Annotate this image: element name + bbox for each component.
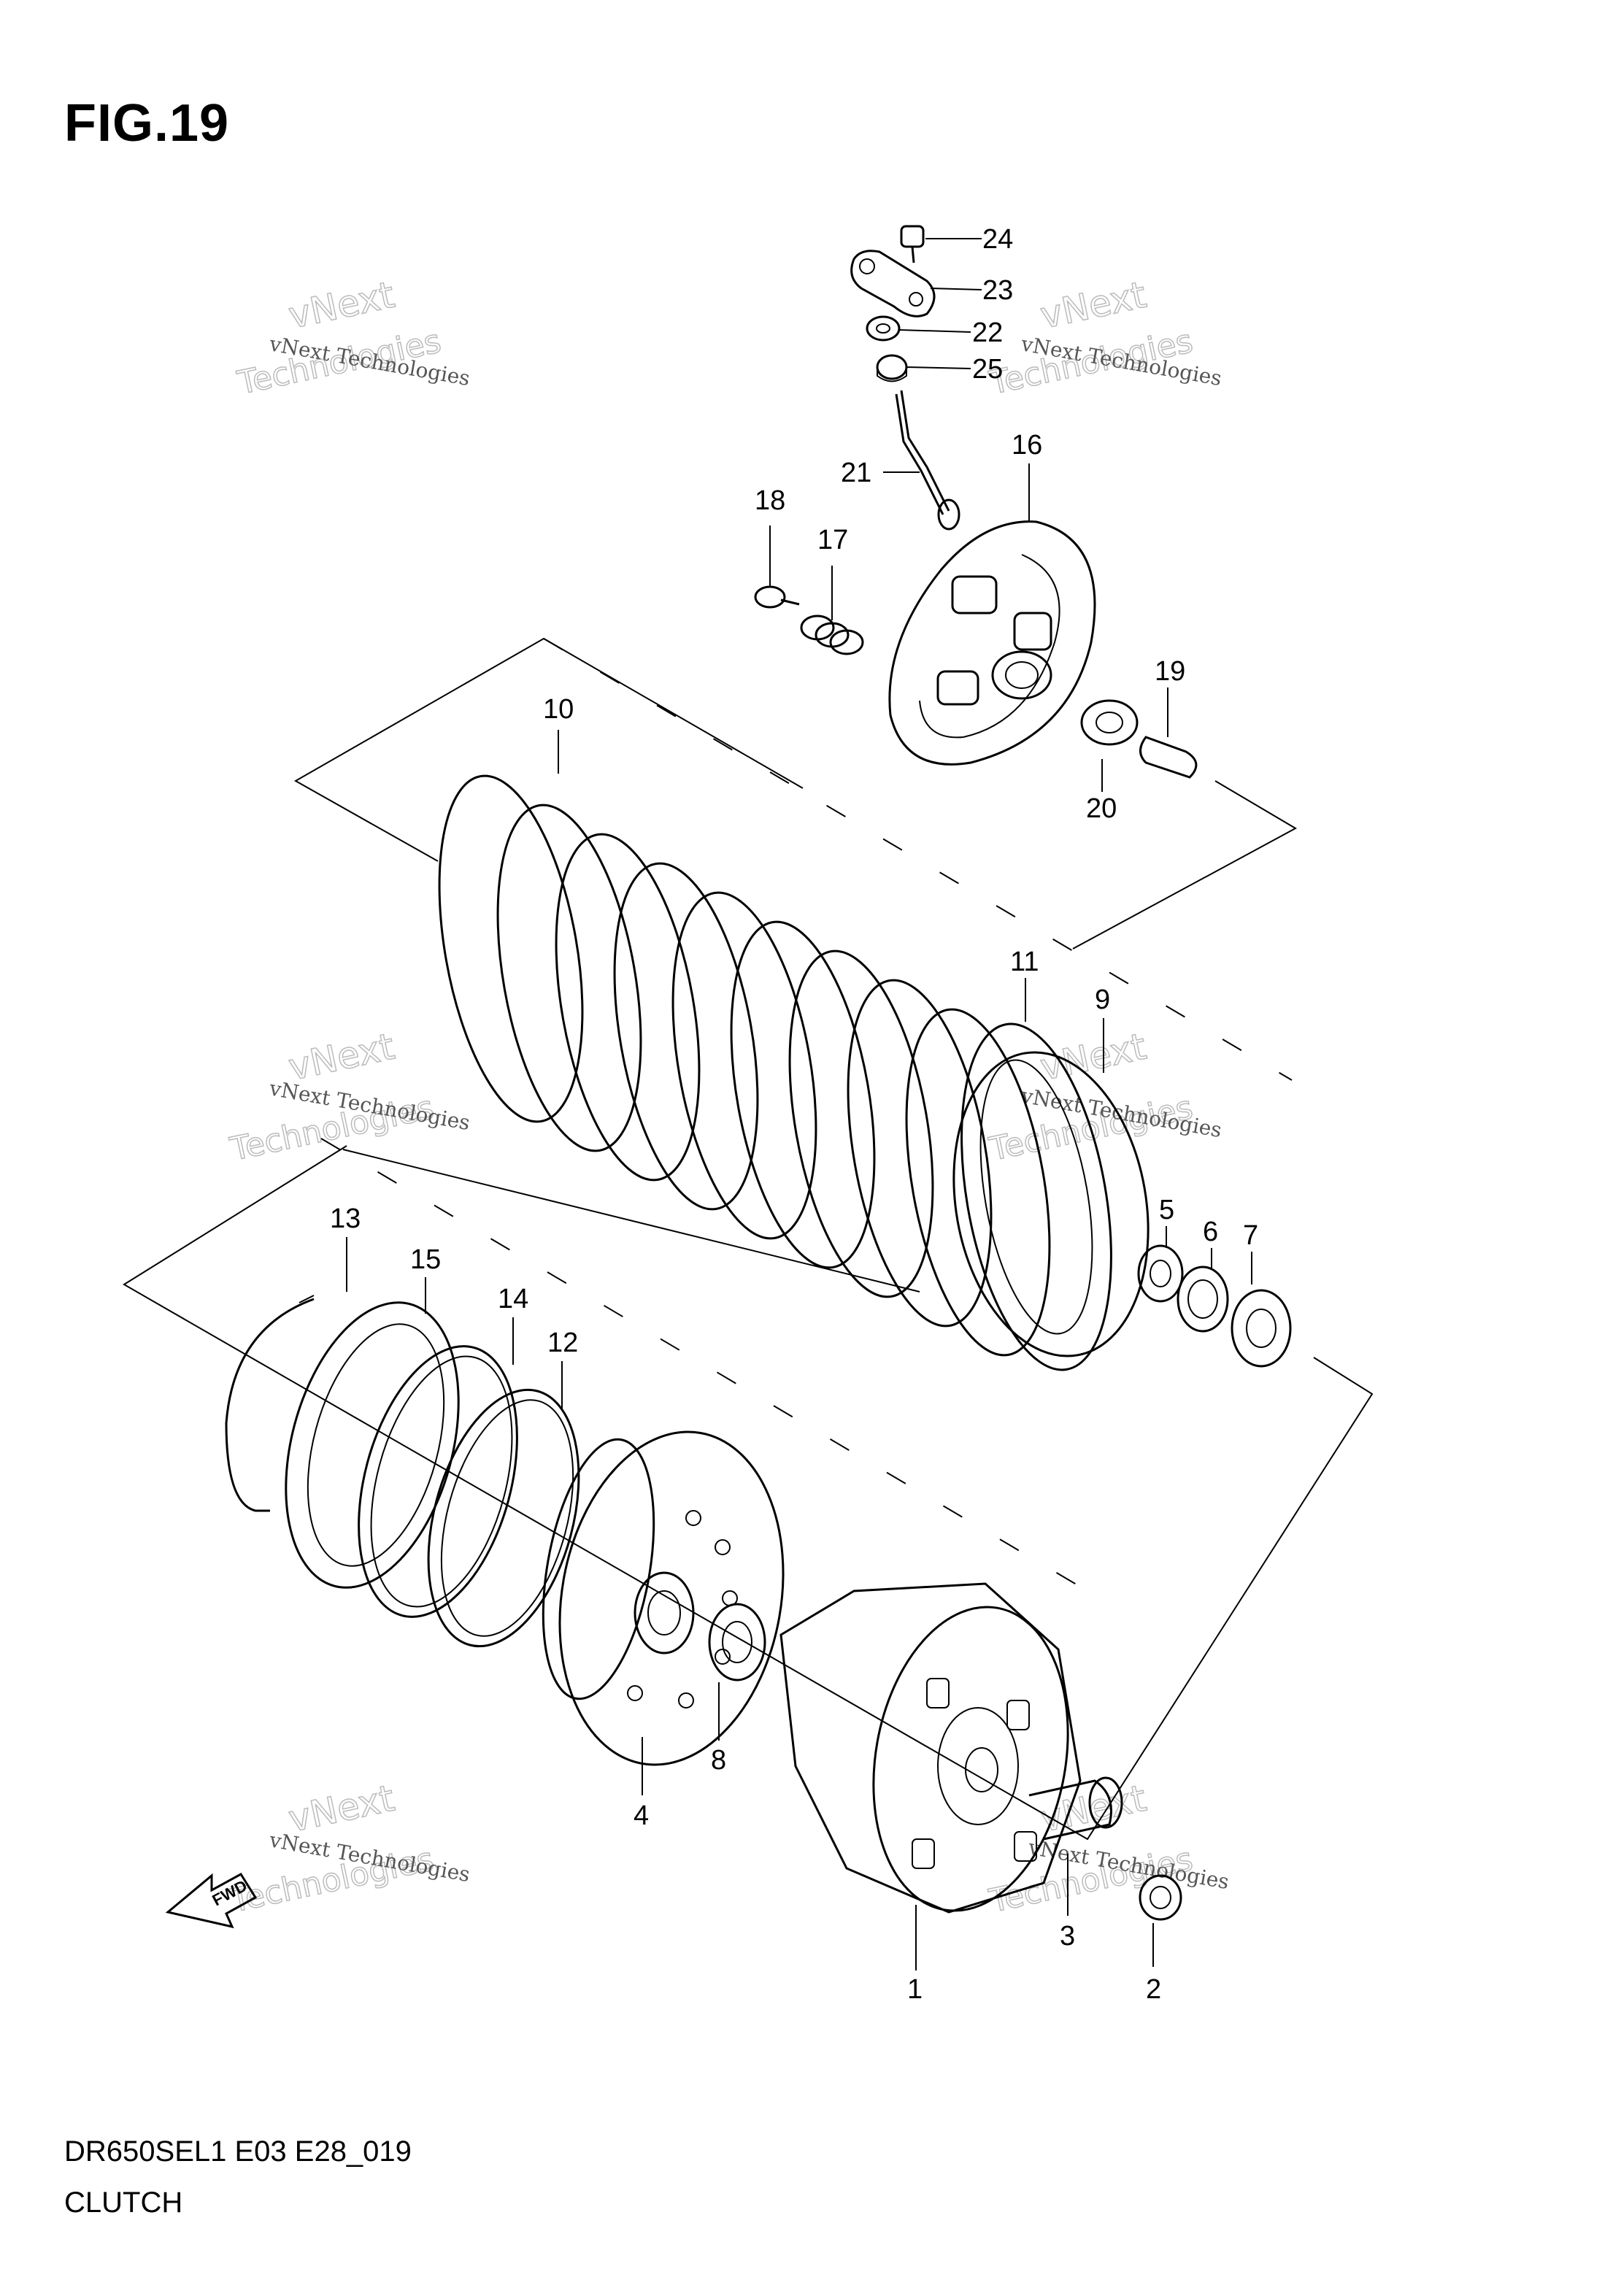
pin-part-19 [1139, 736, 1198, 779]
callout-1: 1 [907, 1974, 923, 2005]
callout-22: 22 [972, 317, 1003, 348]
ring-part-14 [358, 1345, 518, 1618]
figure-title: FIG.19 [64, 94, 230, 153]
clutch-plate-stack [438, 774, 1150, 1371]
callout-12: 12 [547, 1328, 578, 1358]
callout-3: 3 [1060, 1921, 1075, 1952]
callout-13: 13 [330, 1203, 361, 1234]
callout-25: 25 [972, 354, 1003, 385]
nut-part-22 [866, 315, 901, 342]
callout-8: 8 [711, 1745, 726, 1776]
callout-24: 24 [982, 224, 1013, 255]
lock-washer-part-7 [1231, 1289, 1292, 1368]
callout-23: 23 [982, 275, 1013, 306]
watermark-top-left: vNext Technologies vNext Technologies [234, 273, 471, 403]
spring-part-17 [800, 615, 864, 655]
washer-part-2 [1139, 1874, 1182, 1921]
spring-seat-part-15 [285, 1301, 460, 1589]
sleeve-hub-part-4 [542, 1430, 785, 1766]
section-name-label: CLUTCH [64, 2187, 183, 2219]
plate-group-frame-upper [293, 637, 804, 862]
leader-lines [346, 238, 1252, 1971]
callout-7: 7 [1243, 1220, 1258, 1251]
callout-20: 20 [1086, 793, 1117, 824]
callout-17: 17 [817, 525, 848, 555]
watermark-text-large: vNext [1036, 274, 1150, 337]
watermark-mid-right: vNext Technologies vNext Technologies [985, 1025, 1223, 1169]
callout-11: 11 [1010, 947, 1039, 977]
callout-18: 18 [755, 485, 785, 516]
spacer-part-3 [1028, 1776, 1123, 1841]
callout-2: 2 [1146, 1974, 1161, 2005]
centerline-upper [543, 638, 1293, 1081]
watermark-mid-left: vNext Technologies vNext Technologies [226, 1025, 471, 1169]
callout-19: 19 [1155, 656, 1185, 687]
washer-part-8 [708, 1603, 766, 1681]
washer-part-6 [1177, 1266, 1229, 1333]
watermark-text-large: vNext [285, 1025, 398, 1089]
ring-part-12 [427, 1388, 580, 1648]
centerline-lower [320, 1138, 1088, 1592]
pressure-plate-part-16 [888, 520, 1096, 766]
callout-4: 4 [634, 1800, 649, 1831]
callout-15: 15 [410, 1244, 441, 1275]
callout-9: 9 [1095, 985, 1110, 1015]
plate-group-frame-lower [123, 1145, 1374, 1841]
callout-5: 5 [1159, 1195, 1174, 1225]
callout-16: 16 [1012, 430, 1042, 461]
callout-21: 21 [841, 458, 871, 488]
callout-6: 6 [1203, 1217, 1218, 1247]
bolt-part-18 [754, 585, 800, 609]
nut-part-5 [1137, 1244, 1184, 1303]
circlip-part-13 [225, 1295, 315, 1512]
callout-labels: 24 23 22 25 21 16 17 18 19 20 10 11 9 5 … [330, 224, 1258, 2005]
seal-part-25 [876, 354, 908, 382]
model-code-label: DR650SEL1 E03 E28_019 [64, 2135, 412, 2168]
lever-part-23 [850, 250, 936, 317]
callout-10: 10 [543, 694, 574, 725]
plate-group-frame-upper-right [1072, 780, 1298, 949]
callout-14: 14 [498, 1284, 528, 1314]
watermark-text-large: vNext [285, 274, 398, 337]
bolt-part-24 [900, 225, 925, 263]
clutch-housing-part-1 [779, 1582, 1082, 1914]
watermark-bottom-left: vNext Technologies vNext Technologies [226, 1776, 471, 1921]
watermark-text-large: vNext [285, 1777, 398, 1841]
push-rod-part-21 [895, 390, 960, 531]
bearing-part-20 [1080, 699, 1139, 746]
watermark-top-right: vNext Technologies vNext Technologies [985, 273, 1223, 403]
